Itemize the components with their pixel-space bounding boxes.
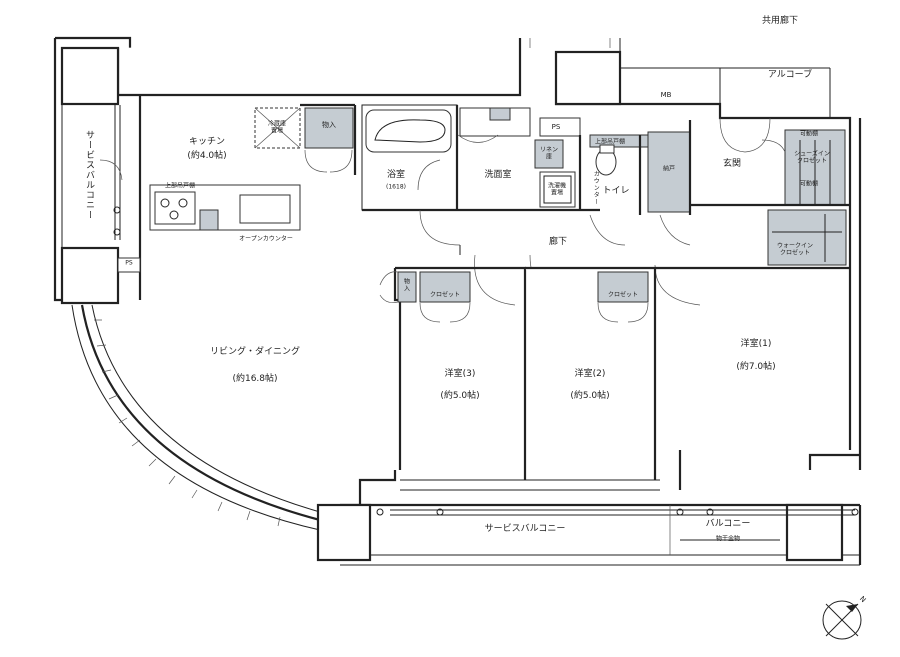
hallway-doors bbox=[419, 209, 701, 306]
open-counter-label: オープンカウンター bbox=[239, 235, 293, 243]
toilet-area bbox=[589, 120, 692, 246]
columns bbox=[60, 46, 844, 562]
linen-label: リネン 庫 bbox=[539, 146, 559, 160]
kitchen-storage-label: 物入 bbox=[322, 121, 336, 130]
genkan-label: 玄関 bbox=[722, 159, 742, 170]
toilet-label: トイレ bbox=[602, 186, 630, 197]
drying-hardware-label: 物干金物 bbox=[715, 535, 741, 543]
ps-top-label: PS bbox=[551, 123, 561, 132]
movable-shelf-1-label: 可動棚 bbox=[799, 130, 819, 138]
living-label: リビング・ダイニング bbox=[209, 347, 301, 358]
washer-space-label: 洗濯機 置場 bbox=[547, 182, 567, 196]
north-compass bbox=[822, 600, 862, 640]
counter-vertical-label: カウンター bbox=[592, 170, 600, 206]
ps-left-label: PS bbox=[125, 259, 133, 267]
living-size-label: (約16.8帖) bbox=[232, 374, 278, 385]
kitchen-upper-cabinet-label: 上部吊戸棚 bbox=[164, 182, 196, 190]
service-balcony-left-label: サービスバルコニー bbox=[83, 130, 94, 220]
washroom-label: 洗面室 bbox=[484, 170, 512, 181]
walk-in-closet-label: ウォークイン クロゼット bbox=[776, 242, 814, 256]
wet-area bbox=[361, 104, 600, 212]
movable-shelf-2-label: 可動棚 bbox=[799, 180, 819, 188]
bedroom-walls bbox=[379, 266, 850, 491]
hallway-label: 廊下 bbox=[548, 237, 568, 248]
mb-label: MB bbox=[660, 91, 672, 100]
room2-label: 洋室(2) bbox=[574, 369, 606, 380]
closet-3-label: クロゼット bbox=[429, 291, 461, 299]
toilet-upper-cabinet-label: 上部吊戸棚 bbox=[594, 138, 626, 146]
balcony-label: バルコニー bbox=[705, 519, 751, 530]
closet-2-label: クロゼット bbox=[607, 291, 639, 299]
entrance-area bbox=[690, 117, 850, 266]
room3-size-label: (約5.0帖) bbox=[440, 391, 480, 402]
room3-label: 洋室(3) bbox=[444, 369, 476, 380]
small-storage-label: 物 入 bbox=[403, 278, 411, 292]
curved-window-wall bbox=[71, 304, 321, 531]
fridge-space-label: 冷蔵庫 置場 bbox=[267, 120, 287, 134]
bath-label: 浴室 bbox=[386, 170, 406, 181]
corridor-lines bbox=[529, 38, 831, 118]
service-balcony-bottom-label: サービスバルコニー bbox=[484, 524, 566, 535]
bath-size-label: (1618) bbox=[386, 183, 406, 191]
room2-size-label: (約5.0帖) bbox=[570, 391, 610, 402]
kitchen-area bbox=[138, 103, 357, 300]
room1-label: 洋室(1) bbox=[740, 339, 772, 350]
kitchen-label: キッチン bbox=[188, 137, 226, 148]
shoe-in-closet-label: シューズイン クロゼット bbox=[794, 150, 830, 164]
kitchen-size-label: (約4.0帖) bbox=[187, 151, 227, 162]
alcove-label: アルコーブ bbox=[767, 70, 813, 81]
common-corridor-label: 共用廊下 bbox=[761, 16, 799, 27]
balcony-details bbox=[376, 505, 859, 555]
room1-size-label: (約7.0帖) bbox=[736, 362, 776, 373]
nando-label: 納戸 bbox=[662, 165, 676, 173]
service-balcony-left bbox=[99, 105, 141, 273]
